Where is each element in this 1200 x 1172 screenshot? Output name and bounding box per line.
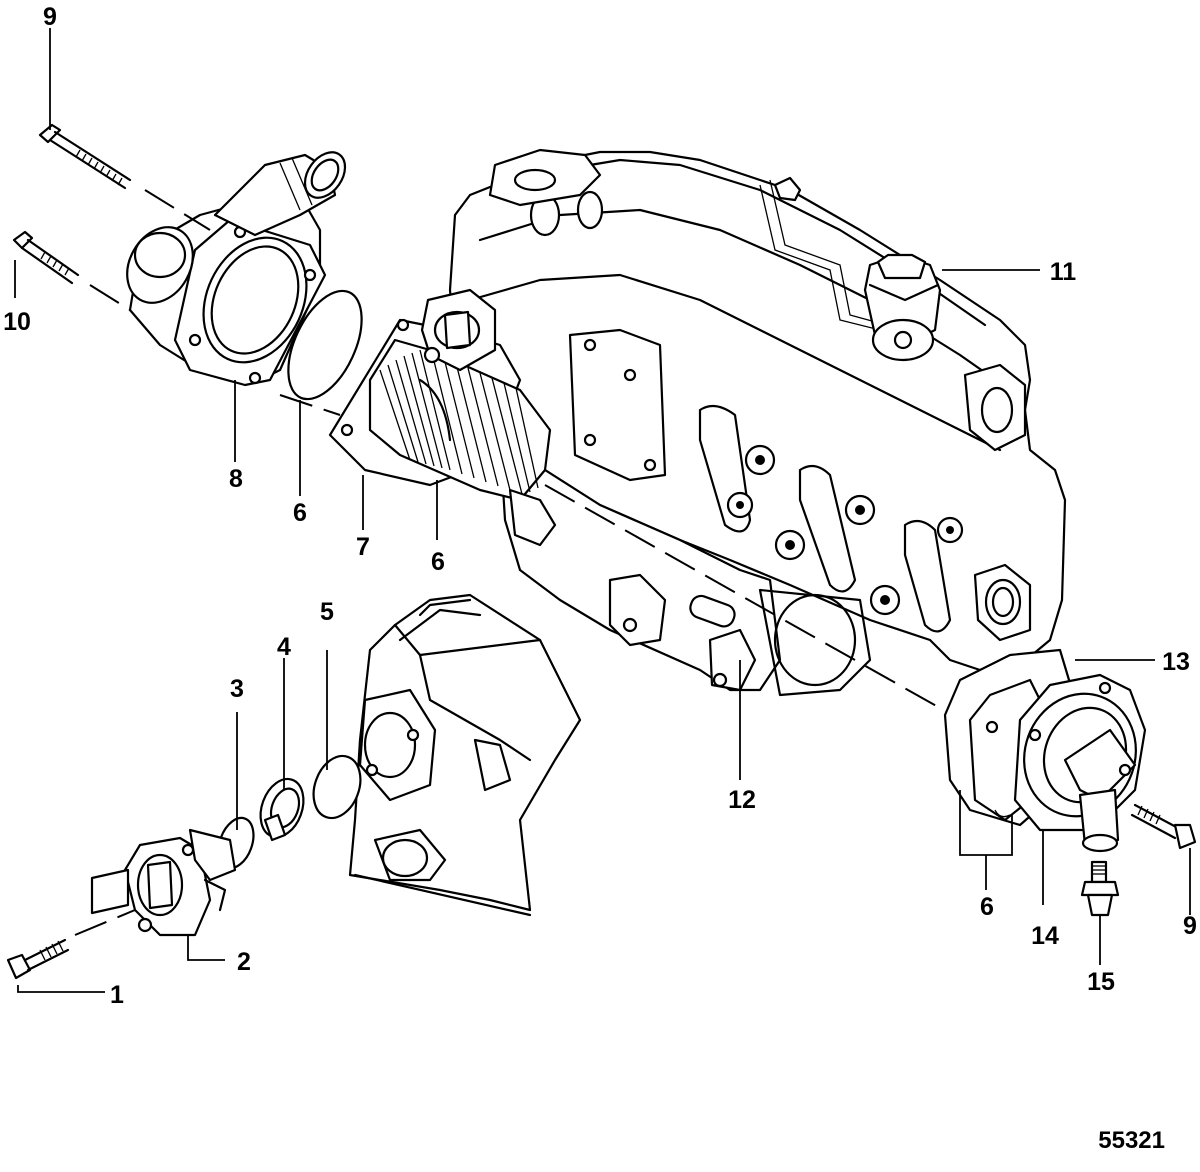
- assembly-line: [544, 484, 971, 726]
- callout-13: 13: [1162, 648, 1190, 676]
- callout-9-top: 9: [43, 3, 57, 31]
- thermostat-housing-2: [123, 828, 237, 937]
- callout-11: 11: [1050, 258, 1077, 286]
- callout-labels: 9 10 8 6 7 6 11 12 13 3 4 5 2 1 6 14 9 1…: [3, 3, 1197, 1154]
- end-cap-14: [1013, 673, 1147, 853]
- callout-6-mid: 6: [431, 548, 445, 576]
- thermostat-4: [259, 777, 305, 842]
- callout-2: 2: [237, 948, 251, 976]
- end-cap-elbow: [126, 151, 347, 387]
- pressure-cap: [863, 253, 942, 362]
- callout-6-left: 6: [293, 499, 307, 527]
- assembly-line: [279, 394, 341, 416]
- callout-1: 1: [110, 981, 124, 1009]
- fitting-15: [1080, 860, 1120, 917]
- detail-inset-manifold: [348, 593, 582, 917]
- figure-number: 55321: [1098, 1127, 1165, 1154]
- callout-10: 10: [3, 308, 31, 336]
- callout-4: 4: [277, 633, 291, 661]
- callout-5: 5: [320, 598, 334, 626]
- bolt-1: [6, 909, 136, 980]
- callout-12: 12: [728, 786, 756, 814]
- bolt-9-top: [38, 123, 211, 231]
- callout-15: 15: [1087, 968, 1115, 996]
- screw-retainer: [90, 868, 130, 915]
- heat-exchanger-core: [328, 288, 557, 547]
- callout-3: 3: [230, 675, 244, 703]
- callout-7: 7: [356, 533, 370, 561]
- core-fins: [379, 349, 539, 495]
- callout-14: 14: [1031, 922, 1059, 950]
- callout-9-right: 9: [1183, 912, 1197, 940]
- leader-lines: [14, 28, 1191, 993]
- manifold-bolt-bosses: [726, 444, 964, 616]
- gasket-5: [312, 754, 362, 820]
- bolt-9-right: [1130, 803, 1197, 850]
- callout-8: 8: [229, 465, 243, 493]
- bolt-10: [12, 230, 131, 311]
- callout-6-right: 6: [980, 893, 994, 921]
